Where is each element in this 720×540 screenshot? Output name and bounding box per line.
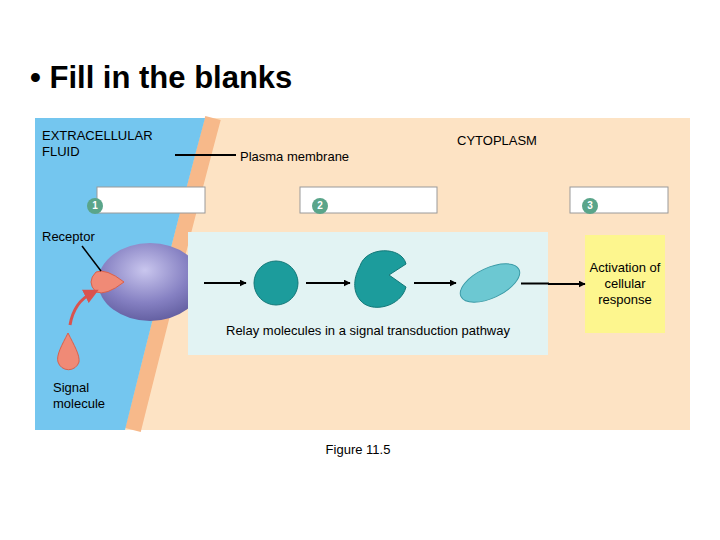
signal-molecule bbox=[58, 333, 80, 370]
cytoplasm-area bbox=[35, 118, 690, 430]
blank-box bbox=[570, 187, 668, 213]
pathway-arrow bbox=[548, 283, 585, 285]
part-label: Signal molecule bbox=[53, 380, 115, 412]
blank-box bbox=[97, 187, 205, 213]
region-label: EXTRACELLULAR FLUID bbox=[42, 128, 160, 160]
relay-molecule bbox=[254, 261, 298, 305]
callout-number: 1 bbox=[87, 199, 103, 213]
binding-arrow bbox=[70, 293, 92, 325]
callout-circle bbox=[312, 198, 328, 214]
node-text: Activation of cellular response bbox=[588, 260, 662, 308]
pathway-band: Relay molecules in a signal transduction… bbox=[188, 232, 548, 355]
callout-circle bbox=[582, 198, 598, 214]
pathway-arrow bbox=[306, 282, 350, 284]
pathway-arrow bbox=[521, 283, 549, 285]
callout-number: 3 bbox=[582, 199, 598, 213]
callout-number: 2 bbox=[312, 199, 328, 213]
region-label: CYTOPLASM bbox=[457, 133, 577, 149]
relay-molecule bbox=[355, 251, 406, 308]
blank-box bbox=[300, 187, 437, 213]
pathway-arrow bbox=[414, 282, 456, 284]
slide-title: • Fill in the blanks bbox=[30, 60, 292, 96]
extracellular-area bbox=[35, 118, 205, 430]
figure-caption: Figure 11.5 bbox=[258, 442, 458, 458]
leader-line bbox=[175, 154, 236, 156]
node-text: Relay molecules in a signal transduction… bbox=[226, 323, 510, 339]
callout-circle bbox=[87, 198, 103, 214]
response-box: Activation of cellular response bbox=[585, 235, 665, 333]
leader-line bbox=[82, 246, 101, 271]
part-label: Receptor bbox=[42, 229, 132, 245]
relay-molecule bbox=[455, 256, 526, 310]
pathway-arrow bbox=[204, 282, 246, 284]
part-label: Plasma membrane bbox=[240, 149, 380, 165]
bound-signal-molecule bbox=[91, 271, 124, 293]
